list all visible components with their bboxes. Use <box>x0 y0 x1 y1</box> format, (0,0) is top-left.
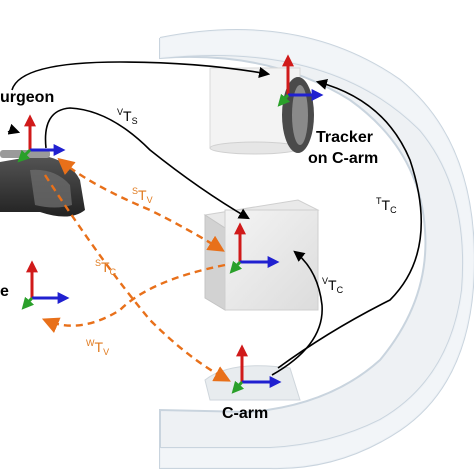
label-tracker-line2: on C-arm <box>308 150 378 167</box>
hololens-headset-icon <box>0 150 85 217</box>
black-arrows <box>7 61 423 376</box>
label-world: e <box>0 283 9 300</box>
label-carm: C-arm <box>222 405 268 422</box>
arrow-surgeon-to-tracker <box>11 61 271 91</box>
transform-vts: VTS <box>117 107 138 126</box>
orange-arrows <box>41 157 231 382</box>
arrow-wtv <box>41 263 226 334</box>
frame-carm <box>231 344 282 394</box>
arrow-carm-to-phantom <box>271 250 323 376</box>
arrow-surgeon-left <box>7 123 21 135</box>
frame-world <box>21 260 70 310</box>
transform-ttc: TTC <box>376 196 397 215</box>
frame-phantom <box>229 222 280 274</box>
frame-tracker <box>277 54 324 107</box>
transform-wtv: WTV <box>86 338 109 357</box>
phantom-cube-icon <box>203 199 320 311</box>
label-surgeon: urgeon <box>0 89 54 106</box>
transform-vtc: VTC <box>322 276 344 295</box>
arrow-stv <box>57 157 225 252</box>
transform-stv: STV <box>132 186 153 205</box>
coordinate-frame-icon <box>17 54 324 394</box>
arrow-carm-to-tracker <box>277 78 423 369</box>
arrow-stc <box>43 174 231 382</box>
tracker-device-icon <box>209 67 314 155</box>
frame-surgeon <box>17 114 66 163</box>
transform-stc: STC <box>95 258 117 277</box>
label-tracker-line1: Tracker <box>316 129 373 146</box>
